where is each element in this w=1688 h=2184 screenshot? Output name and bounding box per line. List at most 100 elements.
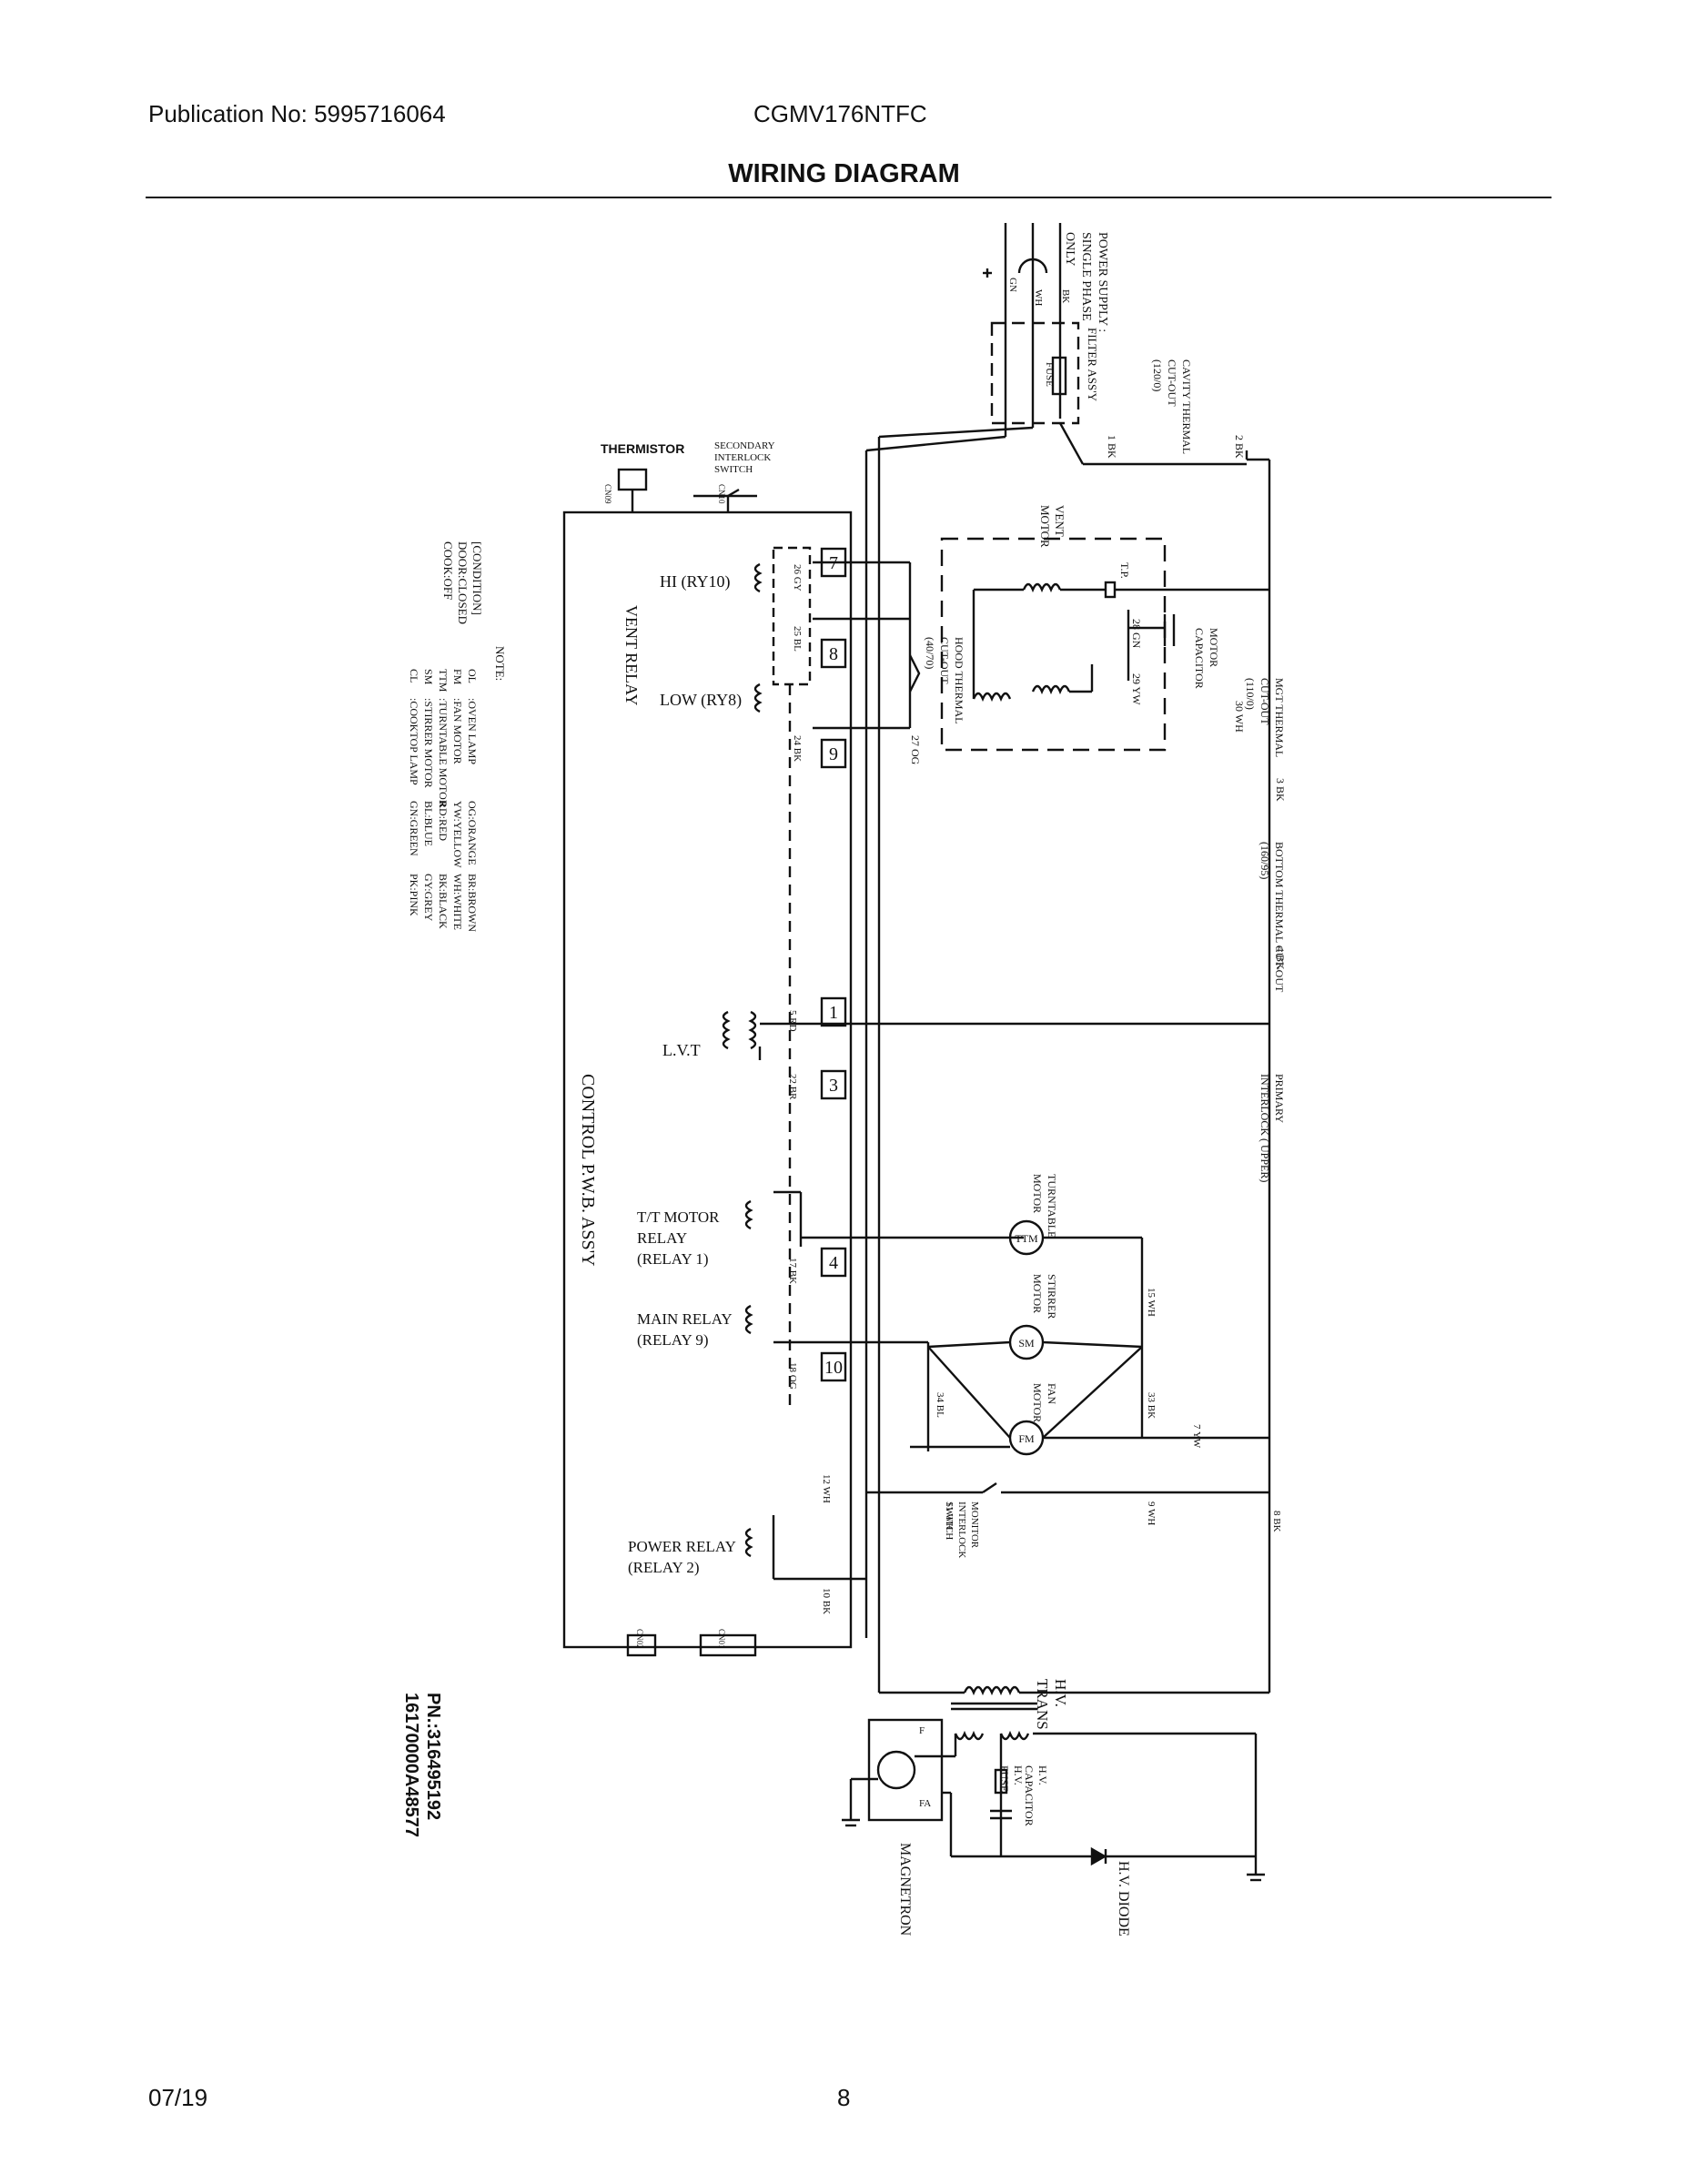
color-key: BL:BLUE	[422, 801, 435, 846]
label-power-relay-2: (RELAY 2)	[628, 1559, 700, 1576]
hv-fuse-element	[994, 1768, 1008, 1795]
vent-motor-box	[940, 537, 1167, 752]
label-tt-relay-3: (RELAY 1)	[637, 1250, 709, 1268]
label-tt-relay-2: RELAY	[637, 1229, 687, 1247]
wire-9-label: 9 WH	[1146, 1502, 1157, 1525]
part-number-2: 16170000A48577	[401, 1693, 421, 1837]
label-low-relay: LOW (RY8)	[660, 691, 742, 710]
label-hi-relay: HI (RY10)	[660, 572, 731, 592]
label-primary-interlock-1: PRIMARY	[1273, 1074, 1286, 1123]
wire-29-label: 29 YW	[1130, 673, 1143, 705]
condition-cook: COOK:OFF	[441, 541, 455, 600]
wire-7-label: 7 YW	[1191, 1424, 1202, 1449]
label-mgt-thermal-3: (110/0)	[1244, 678, 1257, 710]
legend-symbol-ol: OL	[466, 669, 479, 683]
label-secondary-2: INTERLOCK	[714, 452, 771, 463]
label-secondary-3: SWITCH	[714, 464, 753, 475]
publication-number: Publication No: 5995716064	[148, 100, 446, 127]
terminal-10-box	[820, 1351, 847, 1382]
wire-3-label: 3 BK	[1274, 778, 1287, 802]
label-primary-interlock-2: INTERLOCK ( UPPER)	[1258, 1074, 1271, 1182]
label-monitor-switch-2: INTERLOCK	[956, 1502, 967, 1558]
fan-motor-symbol: FM	[1018, 1432, 1035, 1445]
label-hood-thermal-1: HOOD THERMAL	[953, 637, 965, 723]
terminal-4-box	[820, 1247, 847, 1278]
label-fan-motor-1: FAN	[1046, 1383, 1058, 1404]
label-main-relay-2: (RELAY 9)	[637, 1331, 709, 1349]
label-hv-fuse-2: FUSE	[998, 1765, 1011, 1792]
terminal-9-label: 9	[829, 744, 838, 764]
label-hv-fuse-1: H.V.	[1012, 1765, 1025, 1785]
color-key: RD:RED	[437, 801, 450, 841]
footer-date: 07/19	[148, 2084, 208, 2111]
label-vent-relay: VENT RELAY	[622, 605, 641, 706]
connector-b-label: CN10	[717, 484, 726, 504]
condition-title: [CONDITION]	[470, 541, 484, 615]
condition-door: DOOR:CLOSED	[456, 541, 470, 624]
terminal-1-label: 1	[829, 1003, 838, 1023]
wire-26-label: 26 GY	[792, 564, 803, 592]
label-power-relay-1: POWER RELAY	[628, 1538, 736, 1555]
wire-24-label: 24 BK	[792, 735, 803, 762]
magnetron-f-label: F	[919, 1725, 925, 1736]
label-vent-motor-2: MOTOR	[1038, 505, 1052, 548]
label-power-supply: POWER SUPPLY :	[1096, 232, 1109, 332]
label-motor-capacitor-1: MOTOR	[1208, 628, 1220, 667]
label-only: ONLY	[1063, 232, 1076, 266]
terminal-1-box	[820, 996, 847, 1027]
terminal-10-label: 10	[824, 1358, 843, 1378]
label-mgt-thermal-1: MGT THERMAL	[1273, 678, 1286, 757]
wire-wh-label: WH	[1033, 289, 1044, 306]
legend-symbol-ttm: TTM	[437, 669, 450, 693]
wire-bk-label: BK	[1060, 289, 1071, 303]
label-single-phase: SINGLE PHASE	[1079, 232, 1093, 321]
color-key: PK:PINK	[408, 874, 420, 916]
legend-text-ol: :OVEN LAMP	[466, 698, 479, 764]
label-tp: T.P.	[1118, 562, 1131, 579]
part-number-1: PN.:316495192	[423, 1693, 443, 1820]
legend-symbols: OL :OVEN LAMP FM :FAN MOTOR TTM :TURNTAB…	[408, 669, 479, 807]
wire-15-label: 15 WH	[1146, 1288, 1157, 1317]
label-cavity-cutout: CUT-OUT	[1166, 359, 1178, 407]
wire-30-label: 30 WH	[1233, 701, 1246, 733]
label-mgt-thermal-2: CUT-OUT	[1258, 678, 1271, 725]
filter-assembly-box	[990, 321, 1080, 425]
legend-symbol-sm: SM	[422, 669, 435, 685]
label-hv-cap-2: CAPACITOR	[1023, 1765, 1036, 1826]
legend-text-sm: :STIRRER MOTOR	[422, 698, 435, 788]
control-pwb-board	[562, 511, 853, 1649]
wire-27-label: 27 OG	[909, 735, 922, 765]
legend-block: [CONDITION] DOOR:CLOSED COOK:OFF	[441, 541, 484, 624]
terminal-8-label: 8	[829, 644, 838, 664]
label-thermistor: THERMISTOR	[601, 441, 684, 456]
color-key-col2: BR:BROWN WH:WHITE BK:BLACK GY:GREY PK:PI…	[408, 874, 479, 932]
label-bottom-thermal-1: BOTTOM THERMAL CUT-OUT	[1273, 842, 1286, 993]
terminal-7-label: 7	[829, 553, 838, 573]
legend-text-fm: :FAN MOTOR	[451, 698, 464, 764]
terminal-3-box	[820, 1069, 847, 1100]
color-key: GN:GREEN	[408, 801, 420, 856]
wire-34-label: 34 BL	[935, 1392, 945, 1418]
color-key: GY:GREY	[422, 874, 435, 922]
terminal-9-box	[820, 738, 847, 769]
label-monitor-switch-3: SWITCH	[944, 1502, 955, 1540]
label-hv-trans-1: H.V.	[1052, 1679, 1069, 1707]
wire-2-label: 2 BK	[1233, 435, 1246, 459]
wire-12-label: 12 WH	[821, 1474, 832, 1503]
label-motor-capacitor-2: CAPACITOR	[1193, 628, 1206, 689]
label-stirrer-motor-1: STIRRER	[1046, 1274, 1058, 1319]
fuse-element	[1051, 356, 1067, 396]
legend-text-cl: :COOKTOP LAMP	[408, 698, 420, 785]
wire-28-label: 28 GN	[1130, 619, 1143, 649]
color-key-col1: OG:ORANGE YW:YELLOW RD:RED BL:BLUE GN:GR…	[408, 801, 479, 868]
terminal-3-label: 3	[829, 1076, 838, 1096]
color-key: WH:WHITE	[451, 874, 464, 930]
label-turntable-motor-2: MOTOR	[1031, 1174, 1044, 1213]
wire-8-label: 8 BK	[1271, 1511, 1282, 1532]
header-rule	[146, 197, 1552, 198]
magnetron-fa-label: FA	[919, 1798, 931, 1809]
turntable-motor-symbol: TTM	[1015, 1232, 1038, 1245]
legend-text-ttm: :TURNTABLE MOTOR	[437, 698, 450, 807]
wire-18-label: 18 OG	[787, 1362, 798, 1390]
label-bottom-thermal-2: (160/95)	[1258, 842, 1271, 879]
